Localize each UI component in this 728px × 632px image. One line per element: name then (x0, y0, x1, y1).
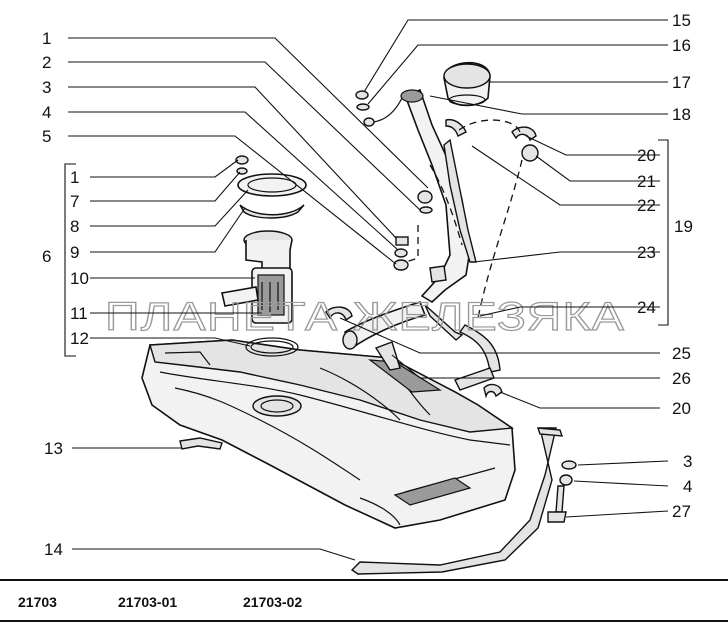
callout: 9 (70, 243, 79, 262)
callout: 19 (674, 217, 693, 236)
callout: 7 (70, 192, 79, 211)
callout: 10 (70, 269, 89, 288)
callout: 6 (42, 247, 51, 266)
callout: 12 (70, 329, 89, 348)
variant-label-1: 21703 (18, 594, 57, 610)
dashed-guides (405, 119, 523, 319)
callout: 16 (672, 36, 691, 55)
callout: 25 (672, 344, 691, 363)
callout: 3 (683, 452, 692, 471)
callout: 15 (672, 11, 691, 30)
callout: 13 (44, 439, 63, 458)
callout: 21 (637, 172, 656, 191)
fuel-pump-module (221, 230, 293, 324)
callout: 26 (672, 369, 691, 388)
fuel-tank (141, 339, 516, 529)
variant-label-2: 21703-01 (118, 594, 178, 610)
callout: 18 (672, 105, 691, 124)
callout: 2 (42, 53, 51, 72)
callout: 17 (672, 73, 691, 92)
callout: 23 (637, 243, 656, 262)
callout: 20 (637, 146, 656, 165)
callout: 4 (42, 103, 51, 122)
callout: 27 (672, 502, 691, 521)
leader-lines-left (68, 37, 429, 561)
callout: 11 (70, 304, 88, 323)
group-bracket-6 (64, 163, 76, 357)
callout: 3 (42, 78, 51, 97)
tank-straps (179, 427, 564, 575)
callouts-right: 15 16 17 18 20 21 22 19 23 24 25 26 20 3… (637, 11, 693, 521)
leader-lines-right (339, 19, 669, 518)
watermark: ПЛАНЕТА ЖЕЛЕЗЯКА (105, 295, 625, 339)
callout: 8 (70, 217, 79, 236)
callout: 24 (637, 298, 656, 317)
callout: 1 (42, 29, 51, 48)
callout: 20 (672, 399, 691, 418)
callout: 5 (42, 127, 51, 146)
callout: 22 (637, 196, 656, 215)
callout: 1 (70, 168, 79, 187)
callout: 14 (44, 540, 63, 559)
filler-cap (443, 61, 491, 107)
group-bracket-19 (658, 139, 669, 326)
variant-label-3: 21703-02 (243, 594, 303, 610)
callouts-left: 1 2 3 4 5 1 7 8 9 6 10 11 12 13 14 (42, 29, 89, 559)
callout: 4 (683, 477, 692, 496)
filler-neck (342, 88, 501, 391)
